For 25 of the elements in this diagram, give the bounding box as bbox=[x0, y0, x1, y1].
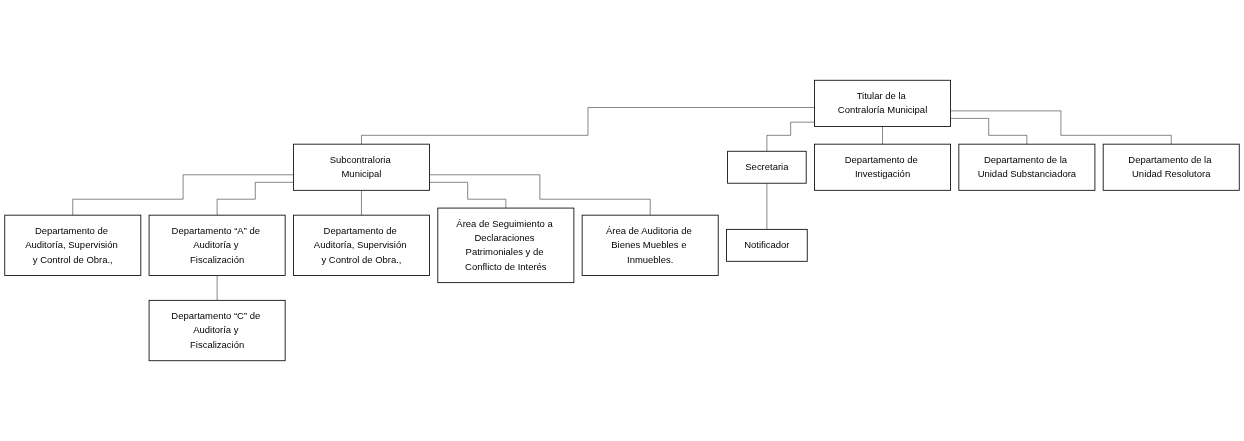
node-box: Departamento de la Unidad Resolutora bbox=[1102, 143, 1240, 191]
node-box: Departamento “C” de Auditoría y Fiscalización bbox=[148, 299, 286, 362]
connector bbox=[72, 174, 294, 216]
connector bbox=[429, 174, 651, 216]
connector bbox=[216, 182, 294, 216]
connector bbox=[361, 190, 362, 216]
node-box: Departamento de Auditoría, Supervisión y Control de Obra., bbox=[293, 214, 430, 276]
connector bbox=[766, 182, 768, 230]
connector bbox=[950, 118, 1028, 145]
connector bbox=[361, 107, 815, 145]
node-box: Departamento de la Unidad Substanciadora bbox=[958, 143, 1096, 191]
connector bbox=[766, 121, 815, 152]
node-box: Subcontraloria Municipal bbox=[293, 143, 430, 191]
node-box: Notificador bbox=[726, 228, 808, 262]
connector bbox=[950, 110, 1172, 145]
connector bbox=[216, 275, 218, 301]
node-box: Departamento de Investigación bbox=[814, 143, 951, 191]
node-box: Área de Seguimiento a Declaraciones Patrimoniales y de Conflicto de Interés bbox=[437, 207, 575, 284]
node-box: Titular de la Contraloría Municipal bbox=[814, 79, 951, 127]
node-box: Departamento de Auditoría, Supervisión y Control de Obra., bbox=[4, 214, 142, 276]
node-box: Secretaria bbox=[727, 150, 807, 184]
node-box: Departamento “A” de Auditoría y Fiscalización bbox=[148, 214, 286, 276]
node-box: Área de Auditoria de Bienes Muebles e Inmuebles. bbox=[581, 214, 719, 276]
connector bbox=[429, 182, 507, 209]
connector bbox=[882, 126, 883, 145]
